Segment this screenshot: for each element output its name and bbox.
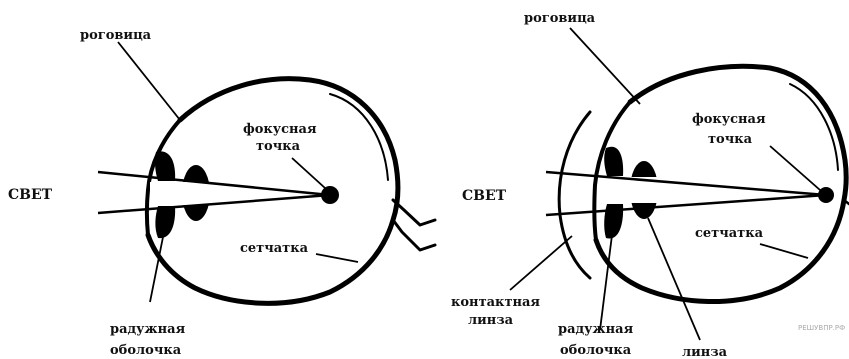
right-lens-leader: [648, 218, 700, 340]
left-iris-label-1: радужная: [110, 322, 186, 337]
right-light-rays: [546, 172, 826, 215]
left-cornea-leader: [118, 42, 180, 120]
left-focal-label-1: фокусная: [243, 122, 317, 137]
right-cornea-leader: [570, 28, 640, 104]
right-lens-label: линза: [682, 345, 728, 359]
right-contact-lens-leader: [510, 236, 572, 290]
watermark: РЕШУВПР.РФ: [798, 324, 845, 332]
left-optic-nerve: [393, 200, 435, 250]
left-light-label: СВЕТ: [8, 187, 53, 203]
left-focal-label-2: точка: [256, 139, 301, 154]
right-iris-label-2: оболочка: [560, 343, 632, 358]
right-focal-label-1: фокусная: [692, 112, 766, 127]
left-iris-label-2: оболочка: [110, 343, 182, 358]
left-focal-point: [321, 186, 339, 204]
left-focal-leader: [292, 158, 325, 188]
left-cornea-label: роговица: [80, 28, 152, 43]
right-contact-lens-label-1: контактная: [451, 295, 540, 310]
left-retina-label: сетчатка: [240, 241, 309, 256]
right-retina-line: [790, 84, 838, 170]
right-contact-lens-label-2: линза: [468, 313, 514, 328]
right-focal-leader: [770, 146, 820, 190]
right-contact-lens: [559, 112, 590, 278]
right-iris-label-1: радужная: [558, 322, 634, 337]
right-retina-label: сетчатка: [695, 226, 764, 241]
right-focal-label-2: точка: [708, 132, 753, 147]
left-retina-line: [330, 94, 388, 180]
left-retina-leader: [316, 254, 358, 262]
right-retina-leader: [760, 244, 808, 258]
right-light-label: СВЕТ: [462, 188, 507, 204]
right-cornea-label: роговица: [524, 11, 596, 26]
